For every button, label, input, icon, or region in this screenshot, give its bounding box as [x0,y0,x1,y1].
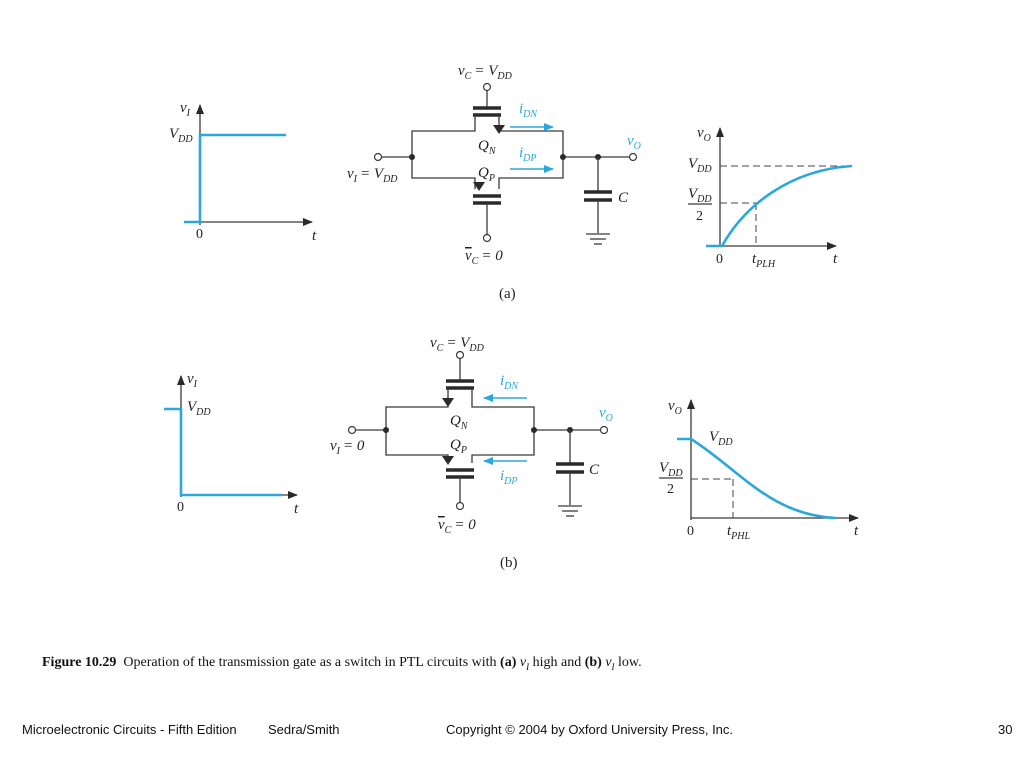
caption-text-3: low. [614,655,642,670]
vi-terminal[interactable] [347,425,357,435]
panel-label-a: (a) [499,286,516,302]
caption-vi-2: vI [605,655,615,672]
input-plot-a: vI VDD 0 t [169,100,317,244]
footer-page-number: 30 [998,722,1013,737]
caption-text-1: Operation of the transmission gate as a … [123,655,501,670]
idp-label: iDP [519,145,537,164]
origin-label: 0 [196,227,203,242]
output-charging-curve [706,164,853,248]
vdd-label: VDD [709,429,733,448]
idn-label: iDN [500,373,519,392]
panel-label-b: (b) [500,555,518,571]
vcbar-label: vC= 0 [438,517,476,536]
x-axis-label: t [833,251,838,267]
nmos-arrow [493,125,505,134]
half-vdd-denominator: 2 [667,482,674,497]
input-waveform [184,133,286,224]
half-vdd-numerator: VDD [688,186,712,205]
vc-terminal[interactable] [455,350,465,360]
capacitor-label: C [618,190,629,206]
qp-label: QP [450,437,467,456]
nmos-arrow [442,398,454,407]
output-plot-b: vO VDD VDD 2 0 tPHL t [659,398,859,542]
idp-label: iDP [500,468,518,487]
pmos-arrow [442,456,454,465]
vdd-label: VDD [169,126,193,145]
caption-text-2: high and [529,655,585,670]
half-vdd-numerator: VDD [659,460,683,479]
diagram-a: vI VDD 0 t [169,63,853,302]
caption-part-b: (b) [584,655,602,670]
capacitor-label: C [589,462,600,478]
vcbar-terminal[interactable] [482,233,492,243]
qp-label: QP [478,165,495,184]
input-waveform [164,407,282,497]
y-axis-label: vI [180,100,191,119]
vc-terminal[interactable] [482,82,492,92]
circuit-b: vC= VDD vC= 0 vI= 0 QN QP iDN iDP vO C (… [330,335,613,571]
figure-caption: Figure 10.29 Operation of the transmissi… [42,655,642,672]
vo-terminal[interactable] [599,425,609,435]
circuit-a: vC= VDD vC= 0 vI= VDD QN QP iDN iDP vO C… [347,63,641,302]
origin-label: 0 [716,252,723,267]
wire-left [385,388,449,463]
y-axis-label: vI [187,371,198,390]
slide-footer: Microelectronic Circuits - Fifth Edition… [0,722,1024,742]
vcbar-label: vC= 0 [465,248,503,267]
vdd-label: VDD [187,399,211,418]
figure-number: Figure 10.29 [42,655,117,670]
origin-label: 0 [177,500,184,515]
qn-label: QN [450,413,469,432]
vo-label: vO [627,133,641,152]
vcbar-terminal[interactable] [455,501,465,511]
qn-label: QN [478,138,497,157]
footer-copyright: Copyright © 2004 by Oxford University Pr… [446,722,734,737]
vi-label: vI= 0 [330,438,365,457]
x-axis-label: t [312,228,317,244]
wire-right [498,115,564,189]
wire-right [471,388,535,463]
transmission-gate-figure: vI VDD 0 t [164,63,859,571]
pmos-arrow [473,182,485,191]
x-axis-label: t [854,523,859,539]
diagram-b: vI VDD 0 t [164,335,859,571]
caption-vi-1: vI [519,655,530,672]
idn-label: iDN [519,101,538,120]
vo-terminal[interactable] [628,152,638,162]
y-axis-label: vO [668,398,682,417]
footer-authors: Sedra/Smith [268,722,340,737]
vc-label: vC= VDD [430,335,485,354]
vc-label: vC= VDD [458,63,513,82]
footer-book-title: Microelectronic Circuits - Fifth Edition [22,722,237,737]
half-vdd-denominator: 2 [696,209,703,224]
origin-label: 0 [687,524,694,539]
wire-left [411,115,476,189]
vi-label: vI= VDD [347,166,398,185]
input-plot-b: vI VDD 0 t [164,371,299,517]
x-axis-label: t [294,501,299,517]
tphl-label: tPHL [727,523,751,542]
vdd-label: VDD [688,156,712,175]
tplh-label: tPLH [752,251,776,270]
y-axis-label: vO [697,125,711,144]
caption-part-a: (a) [500,655,517,670]
output-plot-a: vO VDD VDD 2 0 tPLH t [688,125,853,270]
vo-label: vO [599,405,613,424]
output-discharging-curve [677,437,837,520]
vi-terminal[interactable] [373,152,383,162]
